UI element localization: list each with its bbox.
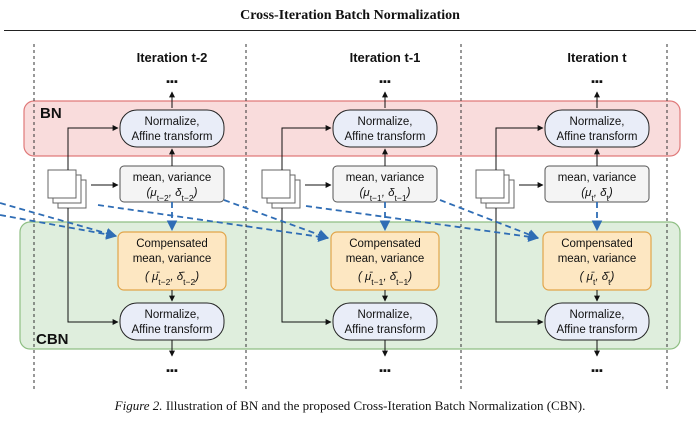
normalize-affine-node xyxy=(119,109,225,148)
math-subscript: t xyxy=(593,277,596,287)
ellipsis-dots: ▪▪▪ xyxy=(166,76,178,88)
flow-arrow xyxy=(67,125,119,170)
compensated-label: Compensated xyxy=(561,238,633,250)
compensated-symbols: ( μ̄t−1, δ̄t−1) xyxy=(358,271,412,287)
feature-map-stack-icon xyxy=(47,169,87,209)
math-subscript: t−1 xyxy=(395,193,407,203)
header-title: Cross-Iteration Batch Normalization xyxy=(240,8,460,23)
cbn-label: CBN xyxy=(36,331,69,348)
iteration-title: Iteration t-2 xyxy=(137,50,208,65)
math-symbol: ( μ̄ xyxy=(358,271,373,283)
flow-arrow xyxy=(67,208,119,325)
math-symbol: (μ xyxy=(581,187,592,199)
compensated-label: Compensated xyxy=(136,238,208,250)
cbn-diagram: BN CBN Iteration t-2 ▪▪▪ Normalize, Affine … xyxy=(0,44,681,390)
cross-iteration-dashed-arrow xyxy=(0,202,118,239)
normalize-label: Normalize, xyxy=(145,116,200,128)
feature-map-stack-icon xyxy=(475,169,515,209)
math-symbol: (μ xyxy=(360,187,371,199)
math-subscript: t−2 xyxy=(157,193,169,203)
compensated-label: Compensated xyxy=(349,238,421,250)
iteration-title: Iteration t-1 xyxy=(350,50,421,65)
math-subscript: t−2 xyxy=(158,277,170,287)
mean-variance-symbols: (μt, δt) xyxy=(581,187,613,203)
math-subscript: t−2 xyxy=(183,277,195,287)
math-symbol: ) xyxy=(609,271,615,283)
mean-variance-label: mean, variance xyxy=(133,172,212,184)
compensated-mean-variance-label: mean, variance xyxy=(346,253,425,265)
math-symbol: ) xyxy=(192,187,198,199)
flow-arrow xyxy=(495,125,544,170)
math-symbol: ( μ̄ xyxy=(580,271,595,283)
header-rule xyxy=(4,30,696,31)
math-symbol: , δ xyxy=(594,187,607,199)
math-symbol: ) xyxy=(607,187,613,199)
affine-transform-label: Affine transform xyxy=(557,131,638,143)
math-symbol: ) xyxy=(193,271,199,283)
math-subscript: t−2 xyxy=(182,193,194,203)
normalize-affine-node xyxy=(332,109,438,148)
normalize-label: Normalize, xyxy=(570,116,625,128)
affine-transform-label: Affine transform xyxy=(345,324,426,336)
normalize-affine-node xyxy=(544,109,650,148)
math-subscript: t xyxy=(591,193,594,203)
mean-variance-symbols: (μt−1, δt−1) xyxy=(360,187,411,203)
bn-label: BN xyxy=(40,105,62,122)
affine-transform-label: Affine transform xyxy=(345,131,426,143)
normalize-label: Normalize, xyxy=(358,116,413,128)
math-symbol: , δ̄ xyxy=(383,271,398,283)
math-symbol: , δ xyxy=(382,187,395,199)
figure-label: Figure 2. xyxy=(114,398,163,413)
math-symbol: ( μ̄ xyxy=(145,271,160,283)
iteration-column: Iteration t-2 ▪▪▪ Normalize, Affine transfo… xyxy=(47,50,227,377)
math-symbol: , δ xyxy=(169,187,182,199)
affine-transform-label: Affine transform xyxy=(132,324,213,336)
math-symbol: , δ̄ xyxy=(170,271,185,283)
ellipsis-dots: ▪▪▪ xyxy=(379,365,391,377)
compensated-symbols: ( μ̄t−2, δ̄t−2) xyxy=(145,271,199,287)
math-symbol: (μ xyxy=(147,187,158,199)
cross-iteration-dashed-arrow xyxy=(439,199,540,240)
mean-variance-label: mean, variance xyxy=(346,172,425,184)
compensated-symbols: ( μ̄t, δ̄t) xyxy=(580,271,615,287)
normalize-label: Normalize, xyxy=(570,309,625,321)
iteration-column: Iteration t-1 ▪▪▪ Normalize, Affine transfo… xyxy=(261,50,440,377)
feature-map-stack-icon xyxy=(261,169,301,209)
iteration-title: Iteration t xyxy=(567,50,627,65)
affine-transform-label: Affine transform xyxy=(132,131,213,143)
flow-arrow xyxy=(281,208,332,325)
math-subscript: t−1 xyxy=(396,277,408,287)
cross-iteration-dashed-arrow xyxy=(305,205,540,243)
flow-arrow xyxy=(281,125,332,170)
affine-transform-label: Affine transform xyxy=(557,324,638,336)
math-subscript: t−1 xyxy=(370,193,382,203)
math-symbol: ) xyxy=(406,271,412,283)
normalize-label: Normalize, xyxy=(358,309,413,321)
ellipsis-dots: ▪▪▪ xyxy=(379,76,391,88)
math-symbol: ) xyxy=(405,187,411,199)
figure-caption: Figure 2. Illustration of BN and the pro… xyxy=(0,398,700,414)
ellipsis-dots: ▪▪▪ xyxy=(166,365,178,377)
feature-map-layer xyxy=(261,169,291,199)
math-symbol: , δ̄ xyxy=(595,271,610,283)
math-subscript: t−1 xyxy=(371,277,383,287)
cross-iteration-dashed-arrow xyxy=(223,199,330,240)
ellipsis-dots: ▪▪▪ xyxy=(591,365,603,377)
normalize-label: Normalize, xyxy=(145,309,200,321)
ellipsis-dots: ▪▪▪ xyxy=(591,76,603,88)
caption-text: Illustration of BN and the proposed Cros… xyxy=(165,398,586,413)
mean-variance-label: mean, variance xyxy=(558,172,637,184)
flow-arrow xyxy=(495,208,544,325)
compensated-mean-variance-label: mean, variance xyxy=(133,253,212,265)
compensated-mean-variance-label: mean, variance xyxy=(558,253,637,265)
cross-iteration-dashed-arrow xyxy=(97,204,330,242)
math-subscript: t xyxy=(608,277,611,287)
feature-map-layer xyxy=(47,169,77,199)
mean-variance-symbols: (μt−2, δt−2) xyxy=(147,187,198,203)
math-subscript: t xyxy=(607,193,610,203)
feature-map-layer xyxy=(475,169,505,199)
iteration-column: Iteration t ▪▪▪ Normalize, Affine transform… xyxy=(475,50,652,377)
